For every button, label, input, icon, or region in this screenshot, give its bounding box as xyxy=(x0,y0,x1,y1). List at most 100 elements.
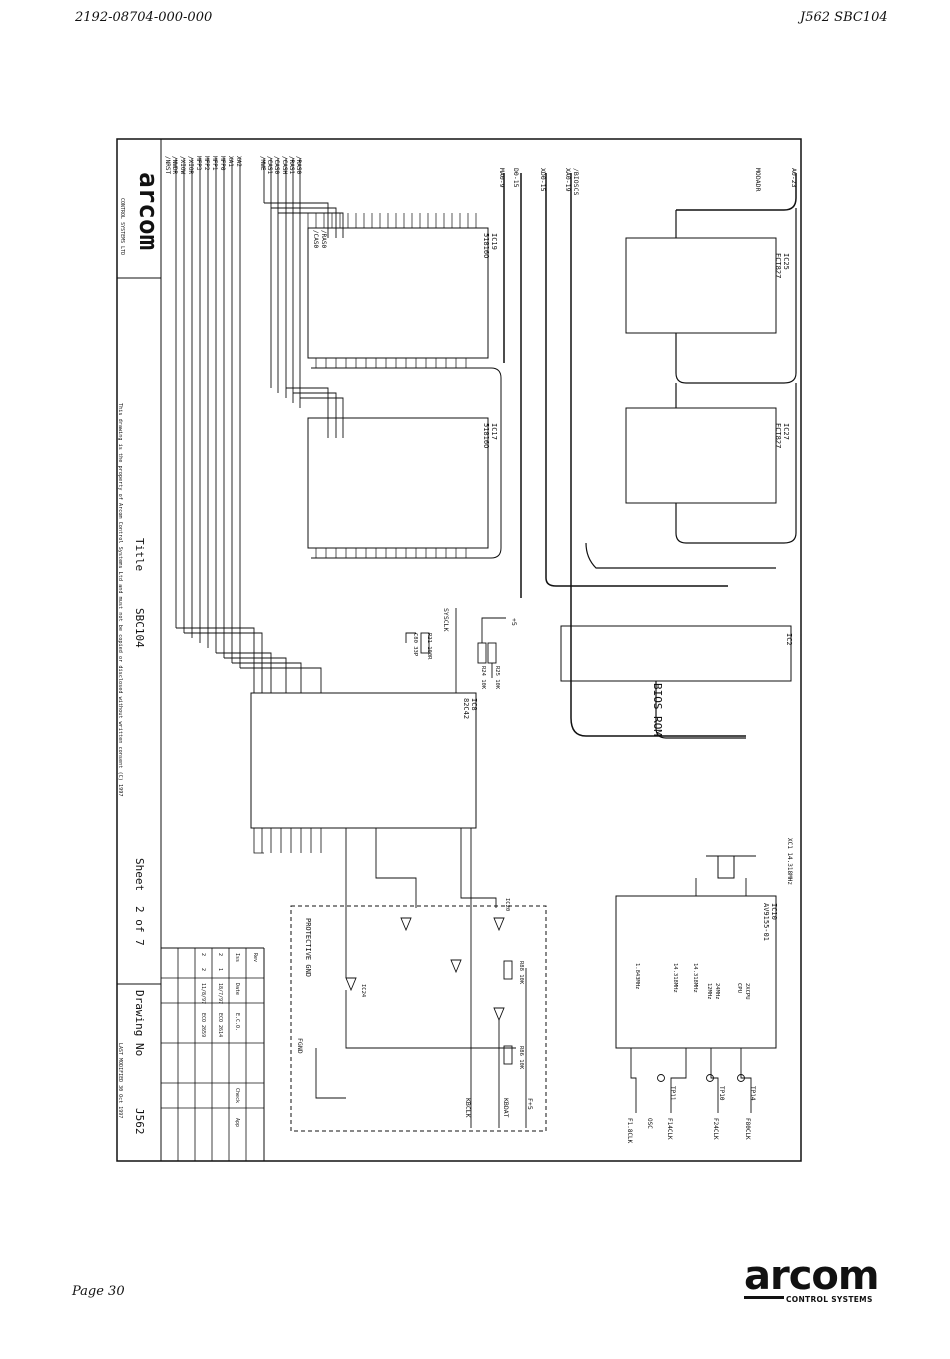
out-f1-8clk: F1.8CLK xyxy=(626,1118,633,1144)
bus-a: A0-23 xyxy=(790,168,798,188)
sheet-border xyxy=(116,138,802,1162)
signal-xiow: /XIOW xyxy=(179,156,186,174)
signal-mwe: /MWE xyxy=(259,156,266,171)
rev-header-check: Check xyxy=(234,1088,240,1103)
ic19-ref: IC19 xyxy=(490,233,498,250)
freq-14mhz-b: 14.318MHz xyxy=(672,963,678,993)
bus-ma: MA0-9 xyxy=(498,168,506,188)
ic19-part: 51816O xyxy=(482,233,490,258)
ownership-notice: This drawing is the property of Arcom Co… xyxy=(117,403,123,797)
bus-modadr: MODADR xyxy=(754,168,762,192)
rev1-date: 18/7/97 xyxy=(217,983,223,1004)
kbdat-label: KBDAT xyxy=(502,1098,510,1118)
signal-mfp2: MFP2 xyxy=(203,156,210,171)
tp14: TP14 xyxy=(749,1086,756,1101)
rev-header-rev: Rev xyxy=(252,953,258,962)
ic17-ref: IC17 xyxy=(490,423,498,440)
logo-underline xyxy=(744,1296,784,1299)
protective-gnd-label: PROTECTIVE GND xyxy=(304,918,312,977)
arcom-logo-name: arcom xyxy=(744,1253,880,1299)
kbd-protect-section: PROTECTIVE GND SYSCLK +5 KBCLK KBDAT F+5… xyxy=(290,608,547,1132)
freq-2xcpu: 2XCPU xyxy=(744,983,750,1000)
signal-mfp0: MFP0 xyxy=(219,156,226,171)
rev-header-date: Date xyxy=(234,983,240,995)
drawing-number: J562 xyxy=(133,1108,146,1135)
title-block-logo: arcom xyxy=(133,172,163,250)
ic10-clock-synth: IC10 AV9155-01 XC1 14.318MHz F80CLK F24C… xyxy=(615,838,793,1144)
schematic-sheet: arcom CONTROL SYSTEMS LTD This drawing i… xyxy=(116,138,802,1162)
ic25-buffer: IC25 FCT827 xyxy=(625,208,797,384)
freq-1-843mhz: 1.843MHz xyxy=(634,963,640,990)
ic2-bios-rom: IC2 BIOS ROM xyxy=(560,542,793,739)
rev2-date: 11/8/97 xyxy=(200,983,206,1004)
r24-label: R24 10K xyxy=(480,666,486,690)
ic17-part: 51816O xyxy=(482,423,490,448)
signal-xa2: XA2 xyxy=(235,156,242,167)
ic20-ref: IC20 xyxy=(504,898,510,911)
bus-d: D0-15 xyxy=(512,168,520,188)
rev2-eco: ECO 2659 xyxy=(200,1013,206,1037)
signal-cash: /CASH xyxy=(281,156,288,174)
signal-cas1: /CAS1 xyxy=(266,156,273,174)
page-number: Page 30 xyxy=(72,1284,125,1299)
tp11: TP11 xyxy=(669,1086,676,1101)
r86-label: R86 10K xyxy=(518,1046,524,1070)
title-label: Title xyxy=(133,538,146,571)
rev-header-iss: Iss xyxy=(234,953,240,962)
fgnd-label: FGND xyxy=(296,1038,304,1054)
freq-24mhz: 24MHz xyxy=(714,983,720,1000)
c80-label: C80 33P xyxy=(412,633,418,657)
signal-nwdr: /NWDR xyxy=(171,156,178,174)
signal-mfp1: MFP1 xyxy=(211,156,218,171)
bus-xd: XD0-15 xyxy=(539,168,547,192)
rev2-iss: 2 xyxy=(200,968,206,971)
ic19-pin-cas: /CAS0 xyxy=(312,230,319,248)
bus-xa: XA0-19 xyxy=(564,168,572,192)
sheet-value: 2 of 7 xyxy=(133,906,146,946)
title-value: SBC104 xyxy=(133,608,146,648)
sysclk-label: SYSCLK xyxy=(442,608,450,632)
xtal-label: XC1 14.318MHz xyxy=(786,838,793,885)
bios-rom-label: BIOS ROM xyxy=(651,683,664,736)
drawing-label: Drawing No xyxy=(133,990,146,1056)
ic8-part: 82C42 xyxy=(462,698,470,719)
ic19-pin-ras: /RAS0 xyxy=(320,230,327,248)
ic27-ref: IC27 xyxy=(782,423,790,440)
freq-cpu: CPU xyxy=(736,983,742,993)
ic17-dram: IC17 51816O xyxy=(307,378,502,559)
tp10: TP10 xyxy=(718,1086,725,1101)
rev1-rev: 2 xyxy=(217,953,223,956)
out-f80clk: F80CLK xyxy=(744,1118,751,1140)
ic25-part: FCT827 xyxy=(774,253,782,278)
doc-number: 2192-08704-000-000 xyxy=(75,10,213,25)
signal-ras0: /RAS0 xyxy=(295,156,302,174)
ic27-buffer: IC27 FCT827 xyxy=(625,383,797,544)
ic10-ref: IC10 xyxy=(770,903,778,920)
kbclk-label: KBCLK xyxy=(464,1098,472,1118)
plus5-label: +5 xyxy=(510,618,518,626)
sheet-label: Sheet xyxy=(133,858,146,891)
signal-mfp3: MFP3 xyxy=(195,156,202,171)
out-f24clk: F24CLK xyxy=(712,1118,719,1140)
out-f14clk: F14CLK xyxy=(666,1118,673,1140)
out-osc: OSC xyxy=(646,1118,653,1129)
signal-nrst: /NRST xyxy=(164,156,171,174)
freq-12mhz: 12MHz xyxy=(706,983,712,1000)
rev-header-eco: E.C.O. xyxy=(234,1013,240,1031)
rev1-iss: 1 xyxy=(217,968,223,971)
f5-label: F+5 xyxy=(526,1098,534,1110)
ic2-ref: IC2 xyxy=(785,633,793,646)
r21-label: R21 100R xyxy=(426,633,432,660)
ic10-part: AV9155-01 xyxy=(762,903,770,941)
title-block-logo-sub: CONTROL SYSTEMS LTD xyxy=(119,198,125,255)
ic8-keyboard-controller: IC8 82C42 xyxy=(250,692,497,1038)
rev-header-app: App xyxy=(234,1118,240,1127)
product-title: J562 SBC104 xyxy=(800,10,888,25)
ic25-ref: IC25 xyxy=(782,253,790,270)
ic24-ref: IC24 xyxy=(360,984,366,998)
freq-14mhz-a: 14.318MHz xyxy=(692,963,698,993)
ic27-part: FCT827 xyxy=(774,423,782,448)
signal-ras1: /RAS1 xyxy=(288,156,295,174)
signal-xa1: XA1 xyxy=(227,156,234,167)
signal-xior: /XIOR xyxy=(187,156,194,174)
